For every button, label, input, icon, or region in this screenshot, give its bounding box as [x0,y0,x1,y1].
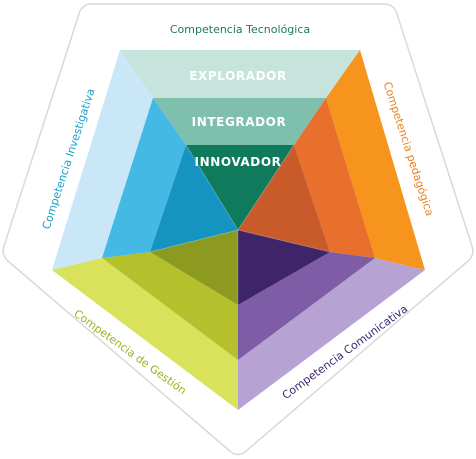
comunicativa-explorador-band [238,258,425,410]
level-label-innovador: INNOVADOR [195,155,282,169]
pedagogica-integrador-band [294,98,375,258]
facet-lines [149,144,331,305]
tecnologica-integrador-band [153,98,326,145]
label-competencia-tecnologica: Competencia Tecnológica [170,23,310,36]
tecnologica-innovador-band [186,145,294,230]
investigativa-explorador-band [52,50,153,270]
comunicativa-integrador-band [238,252,375,360]
segment-investigativa [52,50,238,270]
level-label-explorador: EXPLORADOR [189,69,287,83]
investigativa-integrador-band [102,98,186,258]
gestion-innovador-band [150,230,238,305]
pedagogica-innovador-band [238,145,330,252]
segment-pedagogica [238,50,425,270]
investigativa-innovador-band [150,145,238,252]
gestion-integrador-band [102,252,238,360]
level-label-integrador: INTEGRADOR [192,115,287,129]
gestion-explorador-band [52,258,238,410]
pedagogica-explorador-band [326,50,425,270]
tecnologica-explorador-band [120,50,360,98]
segment-gestion [52,230,238,410]
segment-tecnologica [120,50,360,230]
segment-comunicativa [238,230,425,410]
comunicativa-innovador-band [238,230,330,305]
